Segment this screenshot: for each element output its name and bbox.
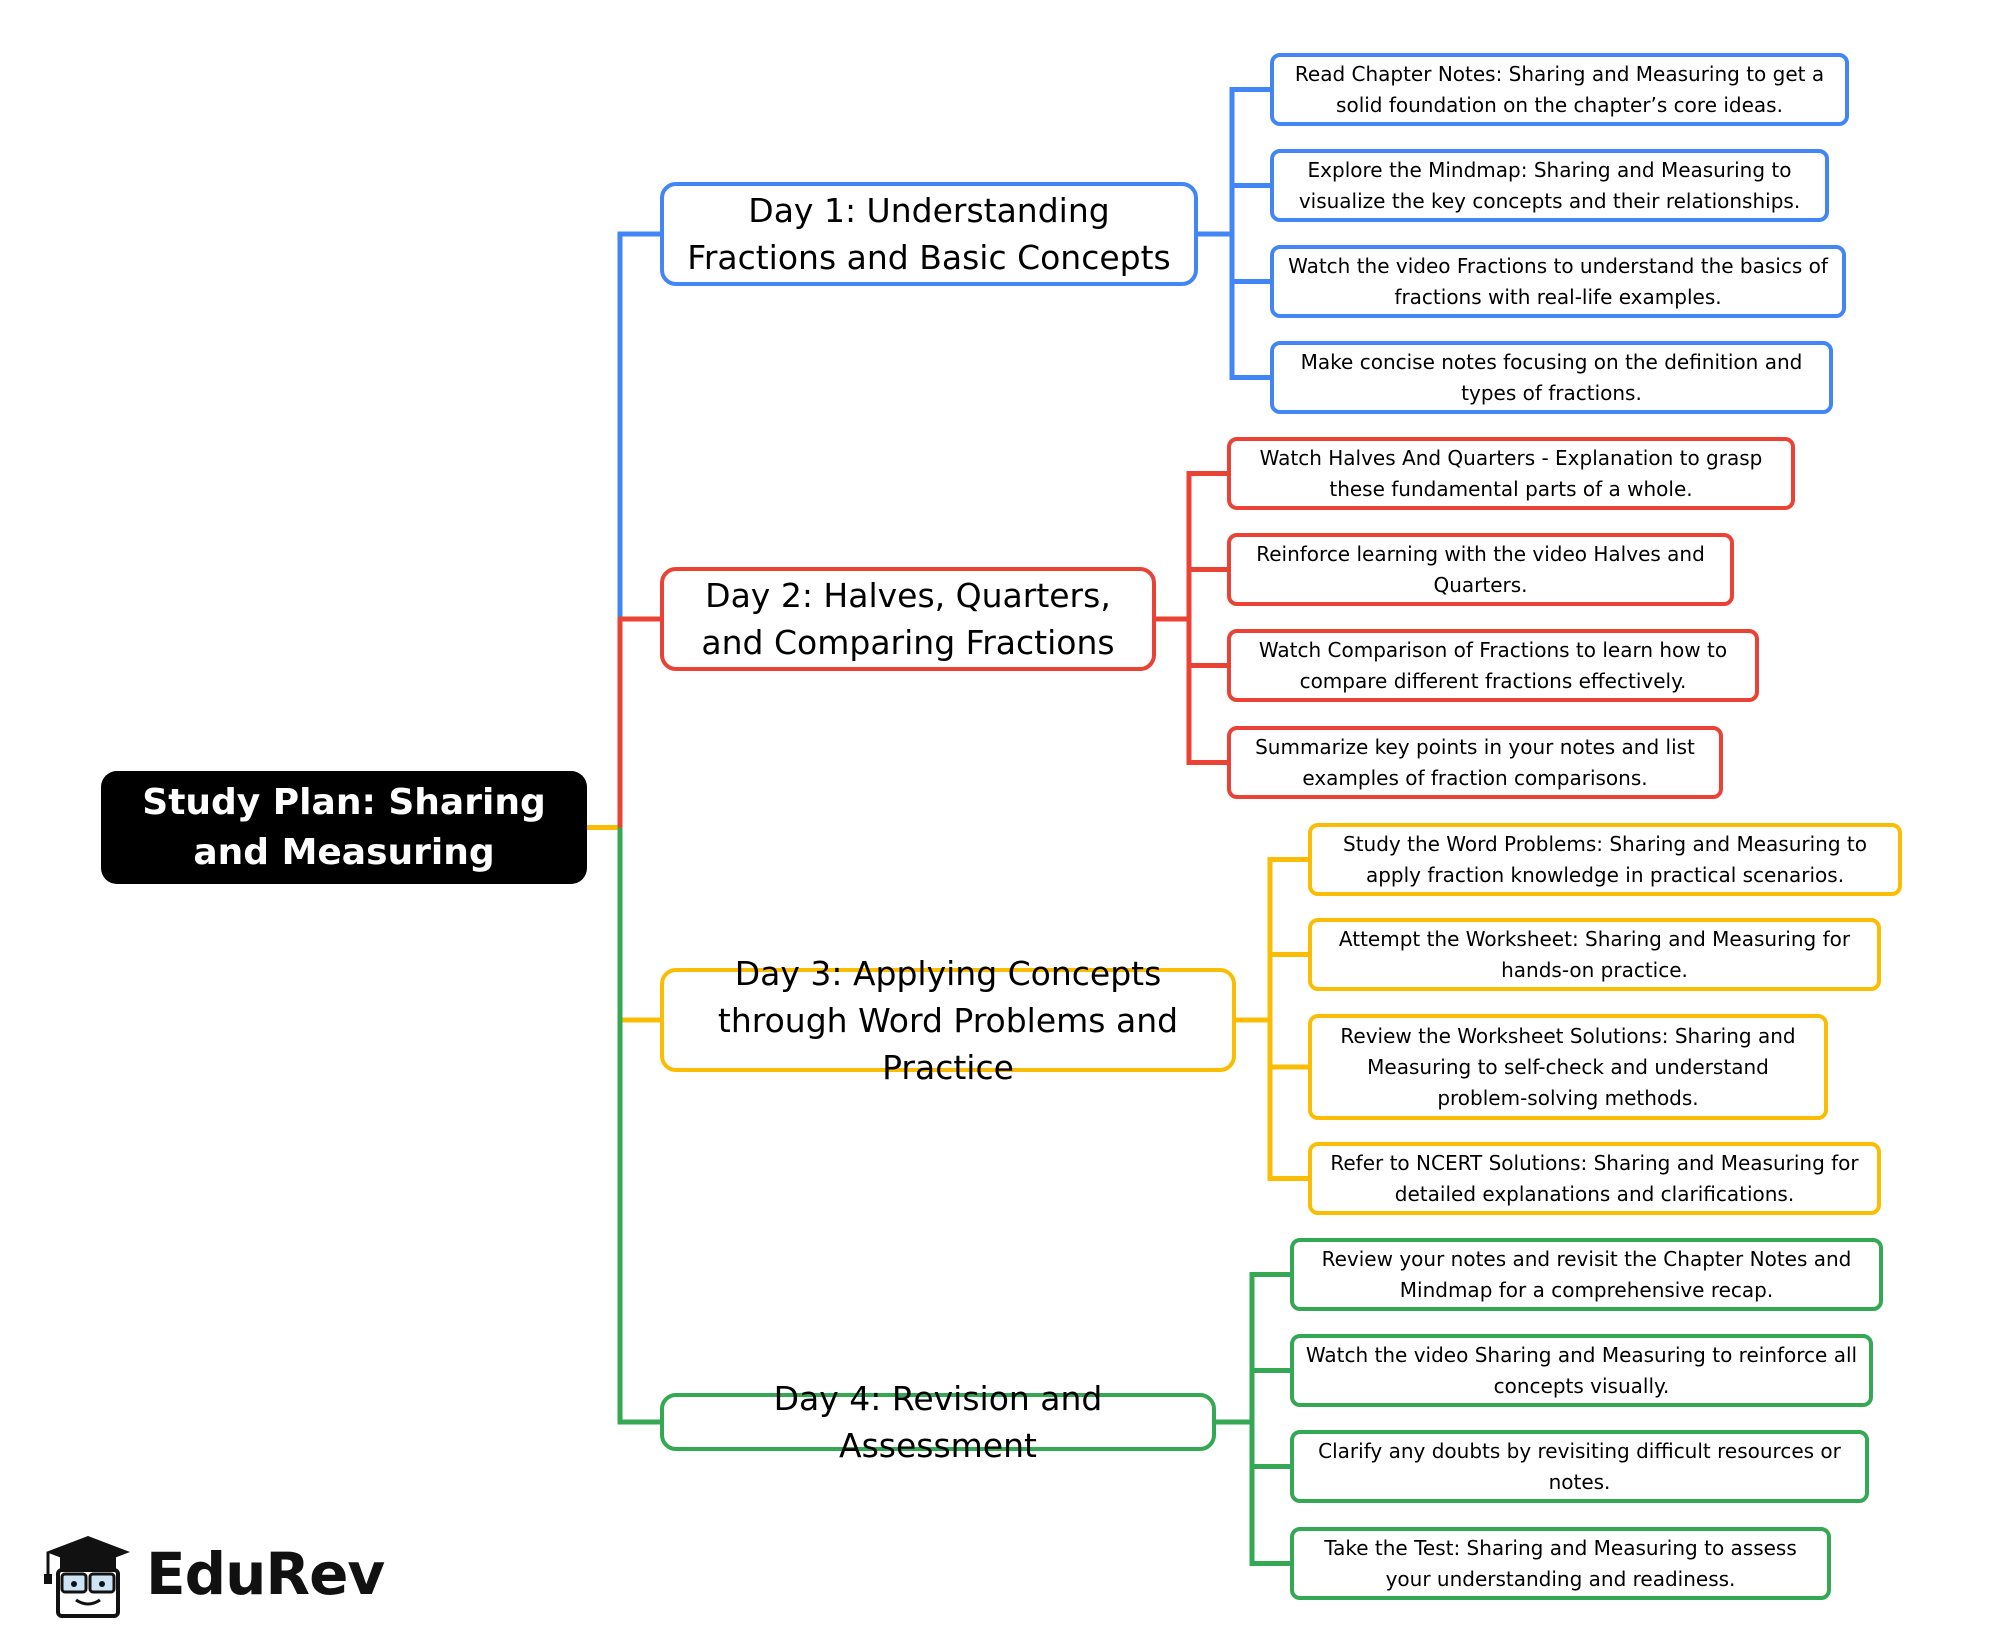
day-2-node: Day 2: Halves, Quarters, and Comparing F… (660, 567, 1156, 671)
day-2-task-3: Watch Comparison of Fractions to learn h… (1227, 629, 1759, 702)
day-3-task-3: Review the Worksheet Solutions: Sharing … (1308, 1014, 1828, 1120)
day-1-node: Day 1: Understanding Fractions and Basic… (660, 182, 1198, 286)
day-4-task-1: Review your notes and revisit the Chapte… (1290, 1238, 1883, 1311)
root-label: Study Plan: Sharing and Measuring (142, 781, 546, 873)
root-node: Study Plan: Sharing and Measuring (101, 771, 587, 884)
day-3-task-2: Attempt the Worksheet: Sharing and Measu… (1308, 918, 1881, 991)
day-3-task-1: Study the Word Problems: Sharing and Mea… (1308, 823, 1902, 896)
day-3-node: Day 3: Applying Concepts through Word Pr… (660, 954, 1236, 1087)
brand-name: EduRev (146, 1540, 385, 1608)
day-1-task-3: Watch the video Fractions to understand … (1270, 245, 1846, 318)
day-4-task-2: Watch the video Sharing and Measuring to… (1290, 1334, 1873, 1407)
day-1-task-2: Explore the Mindmap: Sharing and Measuri… (1270, 149, 1829, 222)
day-4-label: Day 4: Revision and Assessment (773, 1379, 1103, 1465)
day-2-label: Day 2: Halves, Quarters, and Comparing F… (701, 576, 1115, 662)
day-2-task-1: Watch Halves And Quarters - Explanation … (1227, 437, 1795, 510)
edurev-logo: EduRev (36, 1528, 385, 1620)
day-3-task-4: Refer to NCERT Solutions: Sharing and Me… (1308, 1142, 1881, 1215)
day-1-label: Day 1: Understanding Fractions and Basic… (687, 191, 1171, 277)
day-1-task-4: Make concise notes focusing on the defin… (1270, 341, 1833, 414)
day-2-task-4: Summarize key points in your notes and l… (1227, 726, 1723, 799)
day-3-label: Day 3: Applying Concepts through Word Pr… (717, 953, 1179, 1087)
day-2-task-2: Reinforce learning with the video Halves… (1227, 533, 1734, 606)
day-4-node: Day 4: Revision and Assessment (660, 1379, 1216, 1465)
graduation-cap-icon (44, 1536, 130, 1618)
day-4-task-4: Take the Test: Sharing and Measuring to … (1290, 1527, 1831, 1600)
day-4-task-3: Clarify any doubts by revisiting difficu… (1290, 1430, 1869, 1503)
day-1-task-1: Read Chapter Notes: Sharing and Measurin… (1270, 53, 1849, 126)
